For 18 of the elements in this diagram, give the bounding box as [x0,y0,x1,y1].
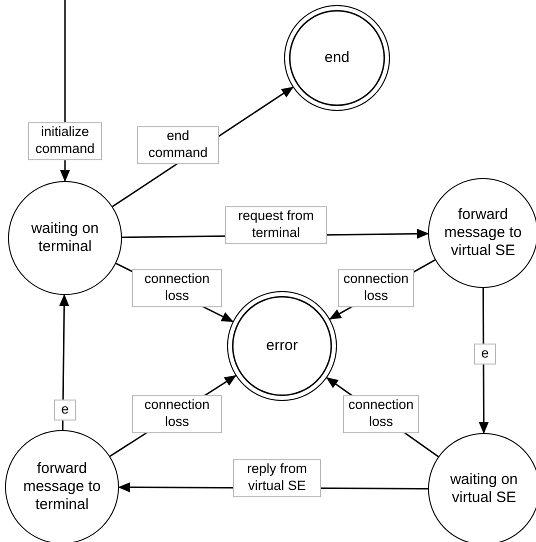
edge-label: request from terminal [225,206,327,244]
edge-label: initialize command [28,122,102,160]
edge-label: e [474,344,496,364]
edge-label: connection loss [338,269,414,307]
state-label: end [323,49,351,67]
state-label: error [265,337,299,355]
edge-label: connection loss [343,395,419,433]
transition-arrow [59,294,70,430]
state-label: forward message to virtual SE [443,206,523,260]
edge-label: e [54,400,76,420]
edge-label: connection loss [132,269,222,307]
state-label: waiting on terminal [30,220,100,256]
state-label: forward message to terminal [22,460,102,514]
edge-label: reply from virtual SE [233,459,321,497]
edge-label: connection loss [132,395,222,433]
state-label: waiting on virtual SE [449,471,519,507]
edge-label: end command [137,126,219,164]
transition-arrow [478,288,489,434]
